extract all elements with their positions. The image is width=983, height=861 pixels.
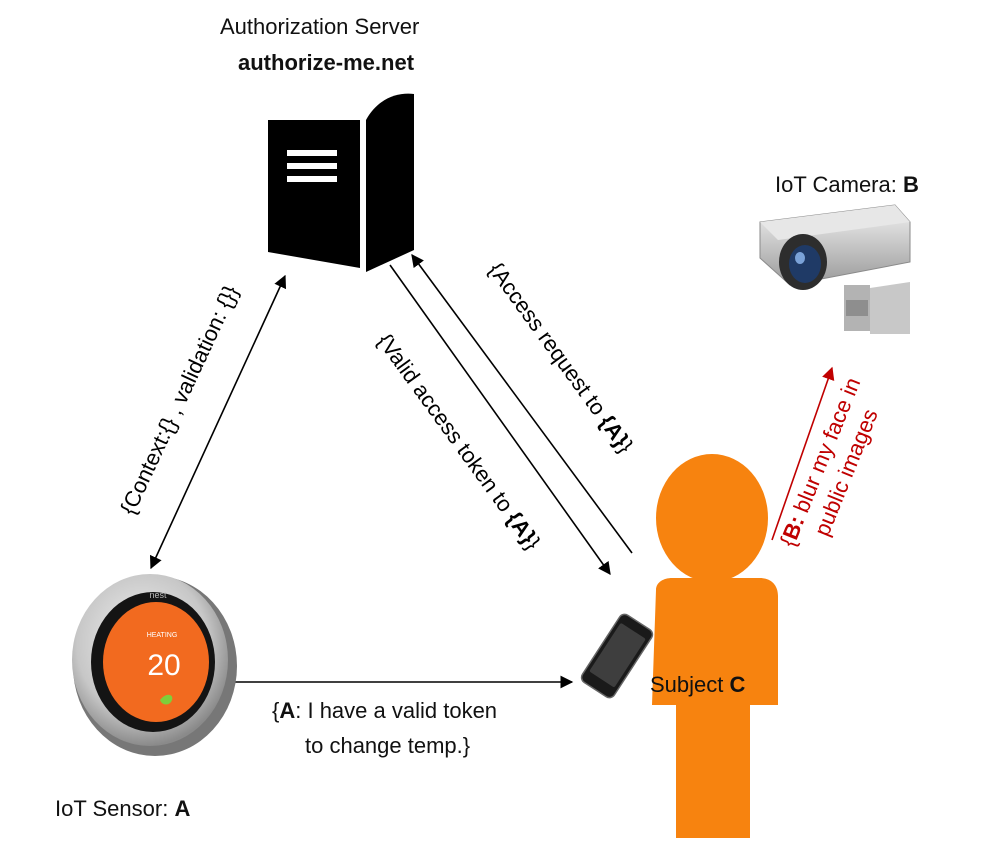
sensor-label: IoT Sensor: A bbox=[55, 796, 190, 822]
arrow-access-request bbox=[411, 253, 633, 554]
subject-label-id: C bbox=[729, 672, 746, 697]
thermostat-brand: nest bbox=[149, 590, 167, 600]
sensor-message-line2: to change temp.} bbox=[305, 733, 471, 758]
arrow-valid-token bbox=[389, 264, 611, 576]
server-icon bbox=[268, 93, 414, 273]
camera-label-prefix: IoT Camera: bbox=[775, 172, 903, 197]
sensor-label-id: A bbox=[174, 796, 191, 821]
thermostat-icon: nest HEATING 20 bbox=[72, 574, 237, 756]
camera-label-id: B bbox=[902, 172, 919, 197]
arrow-camera-request bbox=[771, 366, 835, 541]
sensor-message-open: { bbox=[272, 698, 280, 723]
access-request-label: {Access request to {A}} bbox=[484, 258, 639, 458]
sensor-message-line1: {A: I have a valid token bbox=[272, 698, 497, 724]
camera-icon bbox=[759, 204, 911, 334]
arrow-server-sensor bbox=[149, 274, 287, 570]
subject-label: Subject C bbox=[650, 672, 745, 698]
server-title: Authorization Server bbox=[220, 14, 420, 39]
camera-request-label: {B: blur my face in public images bbox=[775, 374, 883, 550]
person-icon bbox=[652, 454, 778, 838]
context-validation-label: {Context:{} , validation: {}} bbox=[115, 281, 243, 518]
camera-label: IoT Camera: B bbox=[775, 172, 919, 198]
sensor-label-prefix: IoT Sensor: bbox=[55, 796, 175, 821]
thermostat-temp: 20 bbox=[147, 649, 180, 682]
smartphone-icon bbox=[580, 613, 654, 699]
sensor-message-text: : I have a valid token bbox=[295, 698, 498, 723]
thermostat-mode: HEATING bbox=[147, 632, 178, 639]
sensor-message-id: A bbox=[279, 698, 296, 723]
subject-label-prefix: Subject bbox=[650, 672, 730, 697]
server-domain: authorize-me.net bbox=[238, 50, 415, 75]
